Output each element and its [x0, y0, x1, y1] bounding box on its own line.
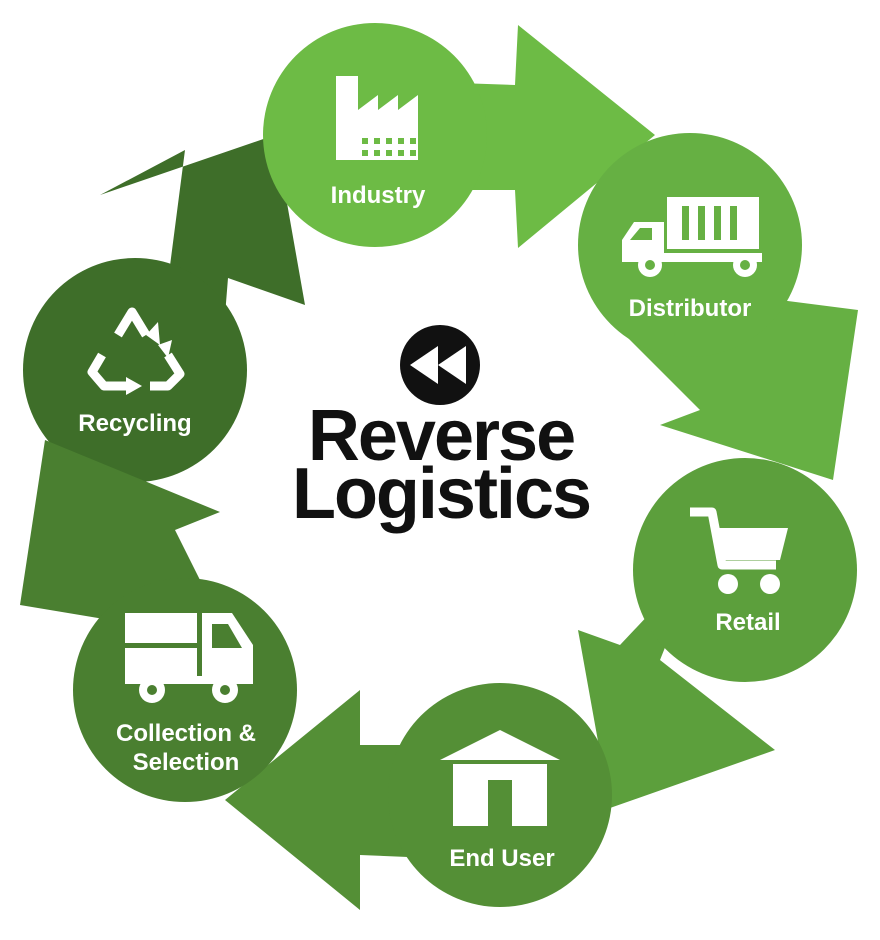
recycling-label: Recycling	[78, 410, 191, 437]
stage-recycling: Recycling	[23, 135, 305, 482]
collection-label-line2: Selection	[133, 749, 240, 776]
factory-icon	[336, 76, 418, 160]
collection-label-line1: Collection &	[116, 720, 256, 747]
stage-collection: Collection & Selection	[20, 440, 297, 802]
stage-end-user: End User	[225, 683, 612, 910]
delivery-truck-icon	[125, 613, 253, 703]
title-line2: Logistics	[292, 454, 590, 534]
shopping-cart-icon	[690, 507, 788, 594]
recycle-icon	[87, 307, 185, 395]
rewind-icon	[400, 325, 480, 405]
stage-retail: Retail	[578, 458, 857, 808]
retail-label: Retail	[715, 609, 780, 636]
industry-label: Industry	[331, 182, 426, 209]
distributor-label: Distributor	[629, 295, 752, 322]
end-user-label: End User	[449, 845, 554, 872]
center-title: Reverse Logistics	[292, 325, 592, 534]
collection-arrow	[20, 440, 220, 620]
industry-arrow	[370, 25, 655, 248]
retail-arrow	[578, 560, 775, 808]
house-icon	[440, 730, 560, 826]
container-truck-icon	[622, 197, 762, 277]
retail-circle	[633, 458, 857, 682]
recycling-circle	[23, 258, 247, 482]
stage-distributor: Distributor	[578, 133, 858, 480]
stage-industry: Industry	[263, 23, 655, 248]
title-line1: Reverse	[308, 396, 574, 476]
